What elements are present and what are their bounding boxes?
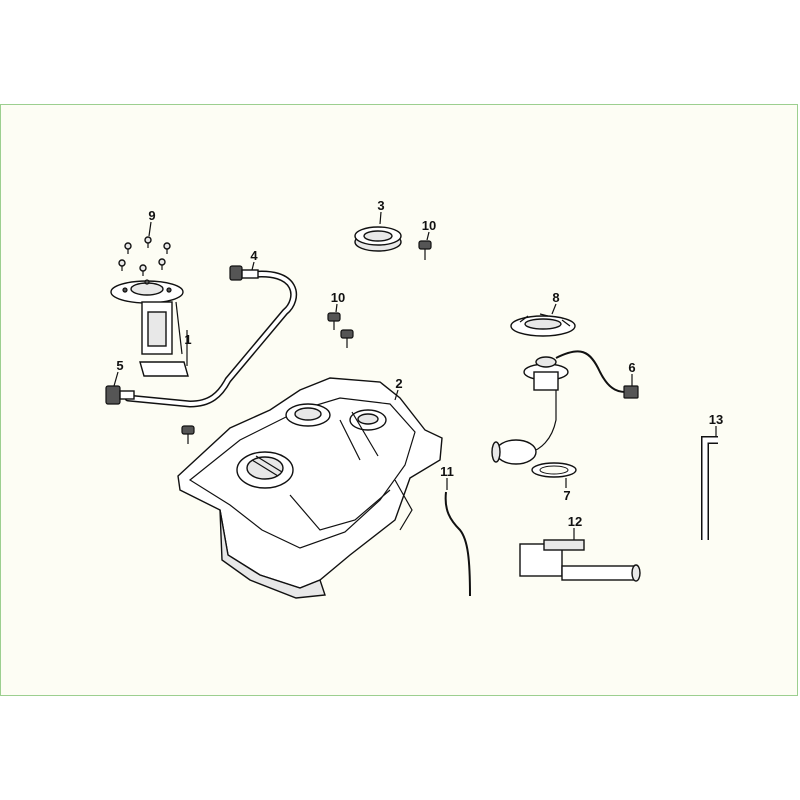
part-4-5-fuel-hose <box>105 261 298 408</box>
part-10-bolts <box>181 231 432 444</box>
part-1-fuel-pump <box>110 279 189 377</box>
callout-8: 8 <box>552 290 559 305</box>
part-8-retaining-ring <box>510 303 576 337</box>
callout-4: 4 <box>250 248 258 263</box>
part-11-breather-line <box>444 478 471 597</box>
part-7-gasket <box>531 462 577 488</box>
callout-10-top: 10 <box>422 218 436 233</box>
callout-1: 1 <box>184 332 191 347</box>
part-6-fuel-sender <box>491 350 639 465</box>
part-13-vent-pipe <box>701 426 718 540</box>
part-9-screws <box>118 221 171 276</box>
callout-11: 11 <box>440 464 454 479</box>
callout-6: 6 <box>628 360 635 375</box>
part-3-grommet <box>354 211 402 252</box>
callout-12: 12 <box>568 514 582 529</box>
callout-10-mid: 10 <box>331 290 345 305</box>
callout-9: 9 <box>148 208 155 223</box>
callout-5: 5 <box>116 358 123 373</box>
callout-13: 13 <box>709 412 723 427</box>
callout-7: 7 <box>563 488 570 503</box>
part-2-fuel-tank <box>177 377 443 599</box>
callout-2: 2 <box>395 376 402 391</box>
part-12-filter <box>519 528 641 582</box>
callout-3: 3 <box>377 198 384 213</box>
